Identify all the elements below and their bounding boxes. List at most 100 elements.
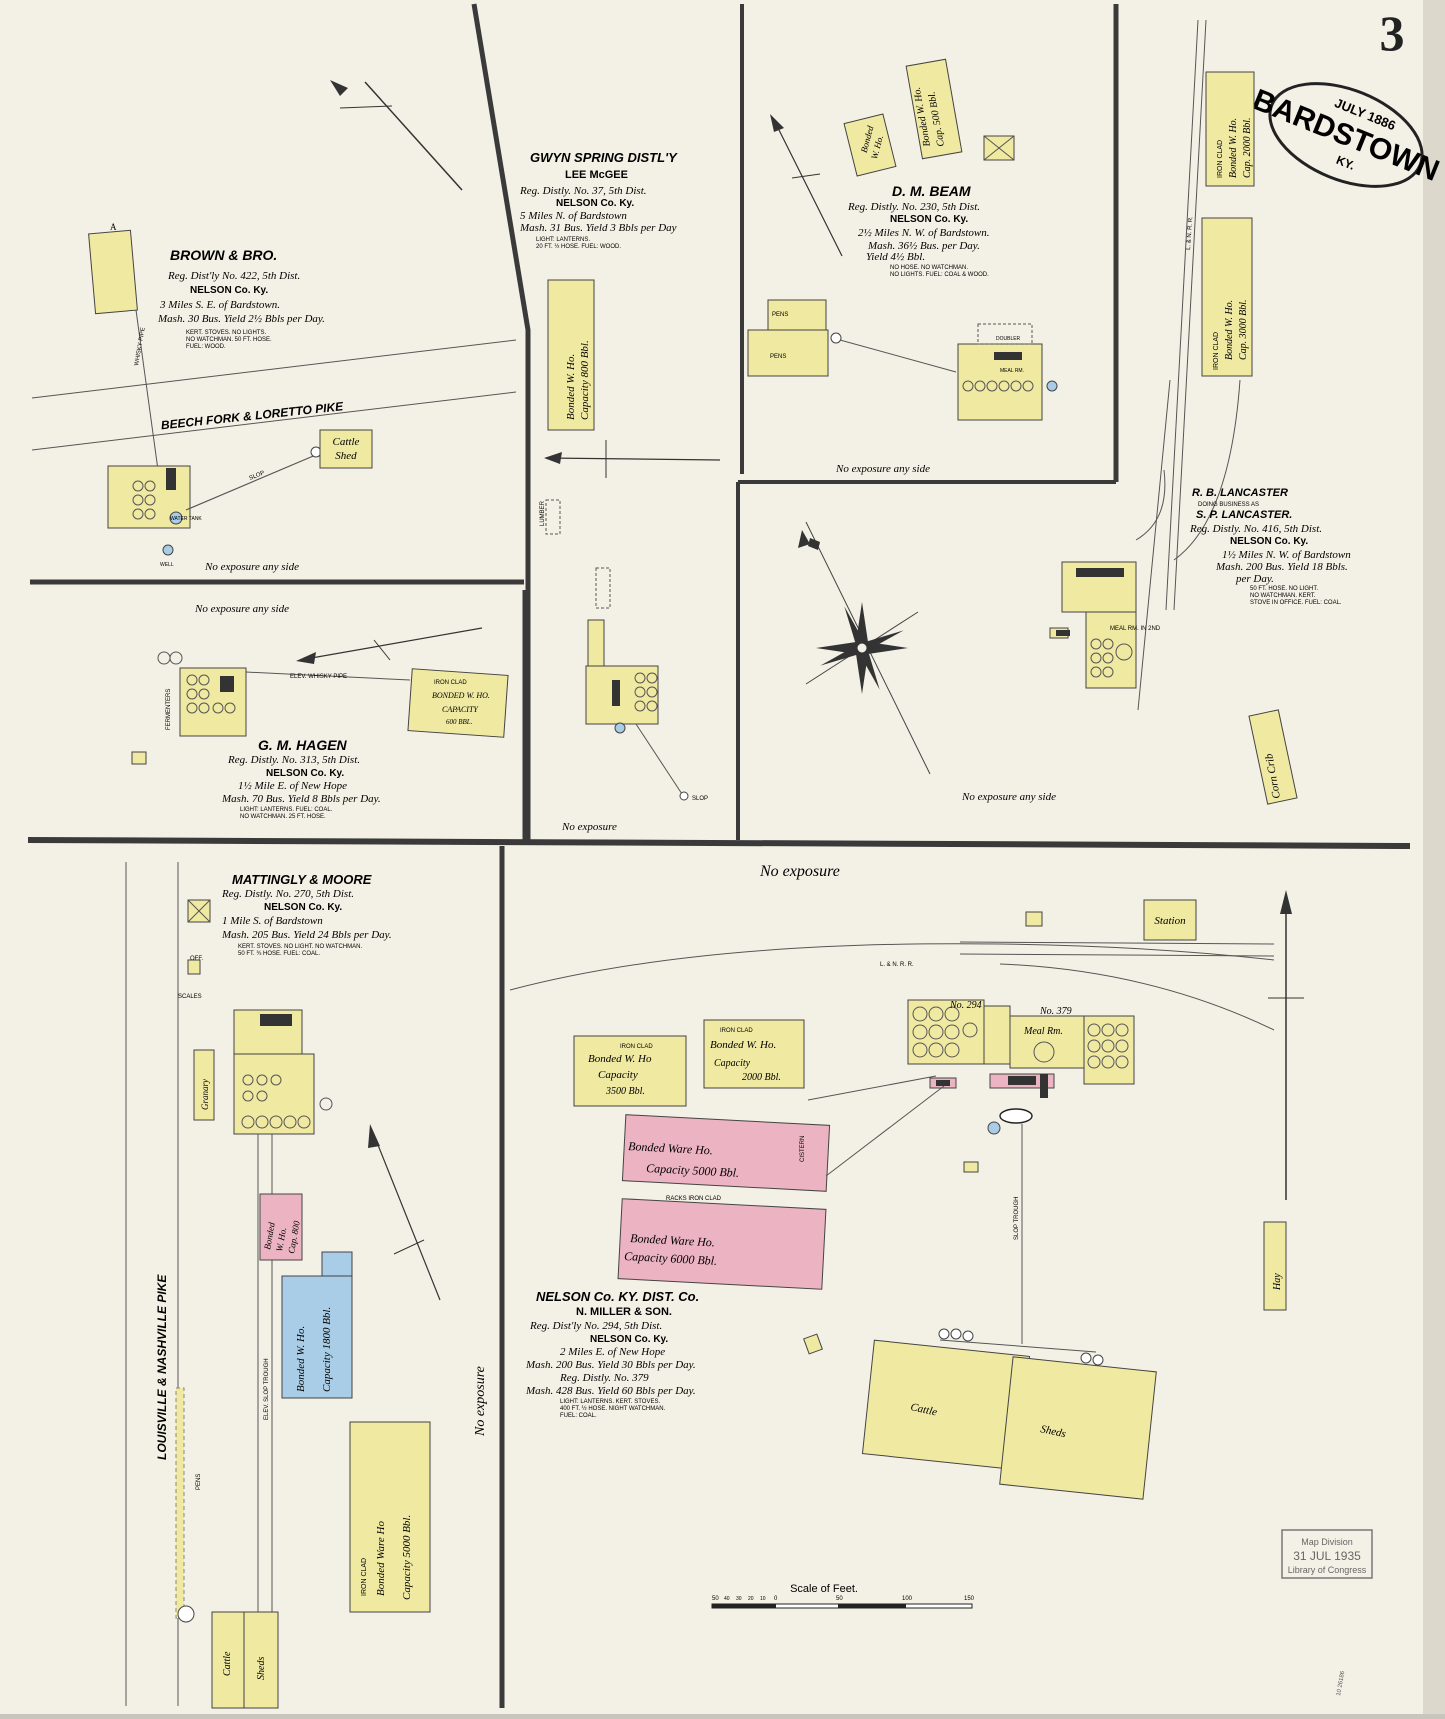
beam-line-6: NO HOSE. NO WATCHMAN. <box>890 265 968 271</box>
beam-line-4: Mash. 36½ Bus. per Day. <box>867 240 980 252</box>
gwyn-bonded-1: Bonded W. Ho. <box>565 354 577 420</box>
lancaster-bonded-b-3: Cap. 3000 Bbl. <box>1238 299 1249 360</box>
lancaster-bonded-b <box>1201 217 1253 377</box>
mattingly-bonded-e-2: W. Ho. <box>274 1227 288 1253</box>
mattingly-bonded-blue-1: Bonded W. Ho. <box>295 1326 307 1392</box>
corner-mark: 10 26186 <box>1336 1670 1346 1696</box>
nelson-bonded-c-1: IRON CLAD <box>620 1044 653 1050</box>
gwyn-owner: LEE McGEE <box>565 169 628 181</box>
mattingly-line-2: NELSON Co. Ky. <box>264 902 342 913</box>
hagen-section: No exposure any side ELEV. WHISKY PIPE F… <box>131 603 509 820</box>
mattingly-cattle: Cattle <box>222 1651 233 1676</box>
mattingly-line-4: Mash. 205 Bus. Yield 24 Bbls per Day. <box>221 929 392 941</box>
brown-line-2: NELSON Co. Ky. <box>190 285 268 296</box>
mattingly-sheds <box>243 1611 279 1709</box>
beam-name: D. M. BEAM <box>892 183 971 199</box>
scale-title: Scale of Feet. <box>790 1583 858 1595</box>
beam-line-3: 2½ Miles N. W. of Bardstown. <box>858 227 990 239</box>
nelson-station <box>1143 899 1197 941</box>
nelson-bonded-n-2: Capacity 6000 Bbl. <box>624 1249 718 1268</box>
beam-pens-2: PENS <box>770 354 786 360</box>
lancaster-corn-crib <box>1248 709 1298 805</box>
nelson-cattle: Cattle <box>909 1401 938 1418</box>
lancaster-name: R. B. LANCASTER <box>1192 487 1288 499</box>
beam-line-1: Reg. Distly. No. 230, 5th Dist. <box>847 201 980 213</box>
beam-doubler: DOUBLER <box>996 336 1021 342</box>
lancaster-section: IRON CLAD Bonded W. Ho. Cap. 2000 Bbl. I… <box>961 19 1351 805</box>
lancaster-line-2: NELSON Co. Ky. <box>1230 536 1308 547</box>
page-number: 3 <box>1380 5 1405 61</box>
nelson-bonded-n-1: Bonded Ware Ho. <box>630 1231 715 1249</box>
lancaster-meal-rm: MEAL RM. IN 2ND <box>1110 626 1161 632</box>
gwyn-bonded-warehouse <box>547 279 595 431</box>
gwyn-bonded-2: Capacity 800 Bbl. <box>579 340 591 420</box>
hagen-line-4: Mash. 70 Bus. Yield 8 Bbls per Day. <box>221 793 381 805</box>
nelson-bonded-d-1: IRON CLAD <box>720 1028 753 1034</box>
nelson-hay <box>1263 1221 1287 1311</box>
lancaster-bonded-a-2: Bonded W. Ho. <box>1228 118 1239 178</box>
gwyn-name: GWYN SPRING DISTL'Y <box>530 150 678 165</box>
scale-bar: Scale of Feet. 50 40 30 20 10 0 50 100 1… <box>711 1583 975 1609</box>
lancaster-doing: DOING BUSINESS AS <box>1198 502 1259 508</box>
lancaster-bonded-a-3: Cap. 2000 Bbl. <box>1242 117 1253 178</box>
nelson-bonded-d <box>703 1019 805 1089</box>
scale-tick-8: 150 <box>964 1596 975 1602</box>
paper-edge <box>1423 0 1445 1714</box>
brown-cattle-shed <box>319 429 373 469</box>
north-arrow <box>364 81 463 191</box>
hagen-line-5: LIGHT: LANTERNS. FUEL: COAL. <box>240 807 333 813</box>
scale-tick-0: 50 <box>712 1596 719 1602</box>
lancaster-alias: S. P. LANCASTER. <box>1196 509 1292 521</box>
nelson-line-6: Mash. 428 Bus. Yield 60 Bbls per Day. <box>525 1385 696 1397</box>
nelson-line-2: NELSON Co. Ky. <box>590 1334 668 1345</box>
nelson-line-3: 2 Miles E. of New Hope <box>560 1346 665 1358</box>
hagen-pipe: ELEV. WHISKY PIPE <box>290 674 347 680</box>
mattingly-no-exposure: No exposure <box>473 1366 488 1437</box>
mattingly-bonded-blue-2: Capacity 1800 Bbl. <box>321 1307 333 1392</box>
hagen-north-arrow <box>299 627 483 661</box>
beam-meal-rm: MEAL RM. <box>1000 368 1024 374</box>
brown-line-1: Reg. Dist'ly No. 422, 5th Dist. <box>167 270 300 282</box>
nelson-line-1: Reg. Dist'ly No. 294, 5th Dist. <box>529 1320 662 1332</box>
mattingly-line-1: Reg. Distly. No. 270, 5th Dist. <box>221 888 354 900</box>
brown-bro-section: A BROWN & BRO. Reg. Dist'ly No. 422, 5th… <box>31 80 517 573</box>
nelson-cistern: CISTERN <box>800 1136 806 1162</box>
brown-line-7: FUEL: WOOD. <box>186 344 226 350</box>
nelson-no379-label: No. 379 <box>1039 1006 1072 1017</box>
mattingly-line-3: 1 Mile S. of Bardstown <box>222 915 323 927</box>
library-stamp-1: Map Division <box>1301 1537 1353 1547</box>
gwyn-spring-section: GWYN SPRING DISTL'Y LEE McGEE Reg. Distl… <box>519 150 721 833</box>
mattingly-bonded-e-1: Bonded <box>262 1221 277 1250</box>
mattingly-bonded-blue <box>281 1275 353 1399</box>
nelson-meal-rm: Meal Rm. <box>1023 1026 1063 1037</box>
mattingly-pens: PENS <box>196 1474 202 1490</box>
hagen-line-1: Reg. Distly. No. 313, 5th Dist. <box>227 754 360 766</box>
nelson-line-8: 400 FT. ½ HOSE. NIGHT WATCHMAN. <box>560 1405 666 1412</box>
pike-edge-top <box>31 339 517 399</box>
gwyn-line-5: LIGHT: LANTERNS. <box>536 237 590 243</box>
beam-north-arrow <box>775 123 843 257</box>
brown-line-6: NO WATCHMAN. 50 FT. HOSE. <box>186 337 272 343</box>
lancaster-no-exposure: No exposure any side <box>961 791 1056 803</box>
nelson-line-5: Reg. Distly. No. 379 <box>559 1372 649 1384</box>
beam-bonded-b <box>905 58 963 160</box>
beam-bonded-a <box>843 113 897 177</box>
brown-line-4: Mash. 30 Bus. Yield 2½ Bbls per Day. <box>157 313 325 325</box>
beam-line-5: Yield 4½ Bbl. <box>866 251 925 263</box>
nelson-bonded-c-3: Capacity <box>598 1069 638 1081</box>
lancaster-railroad-label: L. & N. R. R. <box>1186 216 1194 250</box>
lancaster-bonded-a-1: IRON CLAD <box>1217 140 1224 178</box>
gwyn-line-4: Mash. 31 Bus. Yield 3 Bbls per Day <box>519 222 677 234</box>
brown-line-5: KERT. STOVES. NO LIGHTS. <box>186 330 266 336</box>
lancaster-bonded-a <box>1205 71 1255 187</box>
hagen-name: G. M. HAGEN <box>258 737 348 753</box>
mattingly-scales: SCALES <box>178 994 202 1000</box>
nelson-line-7: LIGHT: LANTERNS. KERT. STOVES. <box>560 1399 660 1405</box>
hagen-line-3: 1½ Mile E. of New Hope <box>238 780 347 792</box>
beam-line-2: NELSON Co. Ky. <box>890 214 968 225</box>
nelson-iron-clad: RACKS IRON CLAD <box>666 1196 722 1202</box>
gwyn-line-3: 5 Miles N. of Bardstown <box>520 210 627 222</box>
scale-tick-7: 100 <box>902 1596 913 1602</box>
